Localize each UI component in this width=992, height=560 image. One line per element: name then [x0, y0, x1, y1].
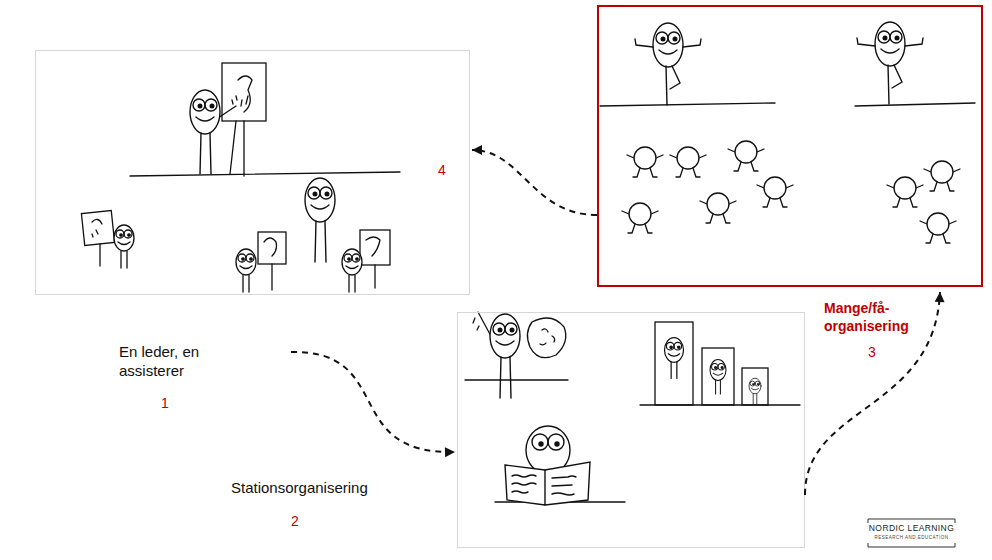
child-figure — [622, 203, 658, 233]
child-figure — [627, 147, 663, 177]
teacher-figure — [490, 314, 520, 398]
logo-subtext: RESEARCH AND EDUCATION — [868, 535, 955, 540]
step-number: 2 — [291, 513, 321, 531]
child-figure — [924, 161, 960, 191]
child-figure — [342, 249, 362, 292]
step-number: 4 — [438, 162, 446, 178]
ladder-figures — [665, 338, 762, 404]
illustration-panel: Mange/få-organisering3 — [597, 5, 983, 287]
illustration-panel: En leder, en assisterer1 — [35, 50, 470, 295]
child-figure — [236, 249, 256, 292]
child-figure — [757, 177, 793, 207]
child-figure — [920, 213, 956, 243]
step-number: 3 — [868, 344, 898, 362]
child-figure — [728, 141, 764, 171]
step-title: En leder, en assisterer — [119, 343, 229, 381]
arrow-head — [445, 447, 455, 457]
reader-figure — [505, 426, 590, 505]
child-figure — [700, 193, 736, 223]
step-number: 1 — [161, 395, 191, 413]
child-figure — [670, 147, 706, 177]
assistant-figure — [305, 178, 335, 262]
logo-frame — [868, 519, 955, 547]
step-title: Mange/få-organisering — [824, 300, 919, 335]
arrow-head — [472, 145, 482, 155]
adult-figure — [635, 23, 701, 105]
dashed-arrow — [805, 292, 940, 495]
leader-figure — [190, 90, 220, 174]
dashed-arrow — [472, 150, 597, 215]
logo-text: NORDIC LEARNING — [868, 523, 955, 533]
illustration-panel: Stationsorganisering2 — [457, 312, 805, 548]
step-title: Stationsorganisering — [231, 479, 401, 498]
child-figure — [887, 177, 923, 207]
arrow-head — [935, 292, 945, 302]
dashed-arrow — [291, 352, 455, 452]
adult-figure — [857, 22, 923, 104]
floor-lines — [600, 103, 975, 106]
child-figure — [114, 225, 134, 268]
